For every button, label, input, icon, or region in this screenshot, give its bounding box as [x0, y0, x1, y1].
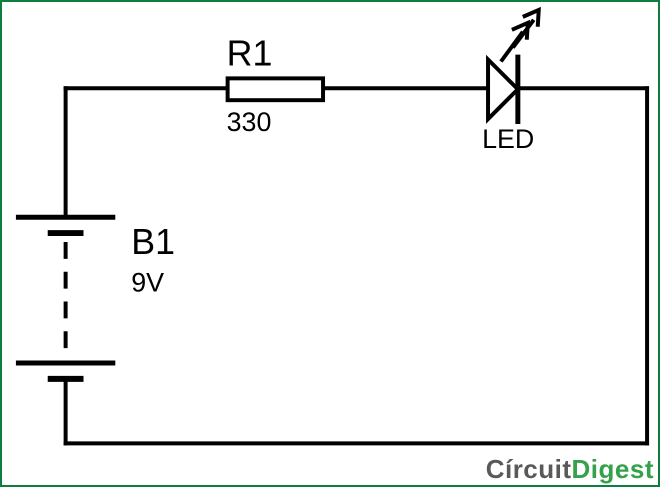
led-arrow-lower-head — [511, 19, 530, 40]
led-symbol — [486, 6, 541, 124]
battery-symbol — [15, 214, 116, 382]
resistor-symbol — [225, 76, 326, 103]
resistor-designator-label: R1 — [227, 34, 273, 74]
logo-text-circuit: Círcuit — [485, 454, 572, 484]
circuitdigest-logo: CírcuitDigest — [486, 456, 654, 482]
led-arrow-upper-shaft — [511, 18, 536, 49]
resistor-body — [225, 76, 326, 103]
battery-designator-label: B1 — [131, 222, 175, 262]
led-diode-triangle — [486, 54, 521, 124]
logo-text-digest: Digest — [571, 454, 654, 484]
circuit-wires — [63, 86, 650, 446]
led-arrow-upper-head — [522, 6, 541, 27]
battery-value-label: 9V — [131, 268, 164, 298]
led-label: LED — [482, 124, 534, 154]
resistor-value-label: 330 — [227, 107, 272, 137]
led-emission-arrows — [499, 6, 541, 63]
